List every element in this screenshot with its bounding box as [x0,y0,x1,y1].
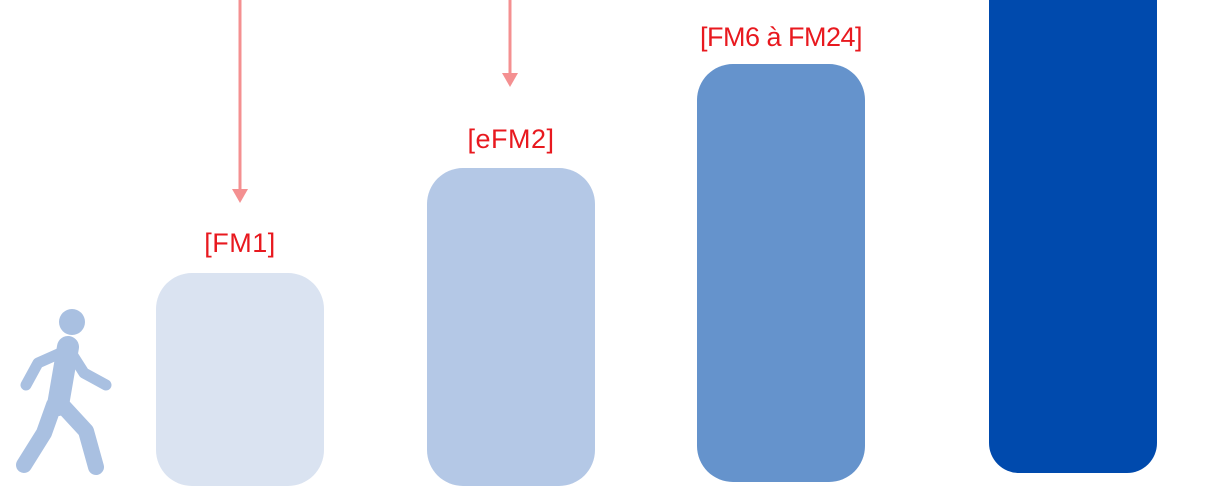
step-label-efm2: [eFM2] [467,124,555,154]
arrow-down-icon [502,0,518,87]
step-block-3 [697,64,865,482]
walking-person-icon [16,309,112,475]
step-block-2 [427,168,595,486]
step-label-fm1: [FM1] [204,228,276,258]
step-block-4 [989,0,1157,473]
step-label-fm6-fm24: [FM6 à FM24] [699,22,863,52]
arrow-down-icon [232,0,248,203]
step-block-1 [156,273,324,486]
